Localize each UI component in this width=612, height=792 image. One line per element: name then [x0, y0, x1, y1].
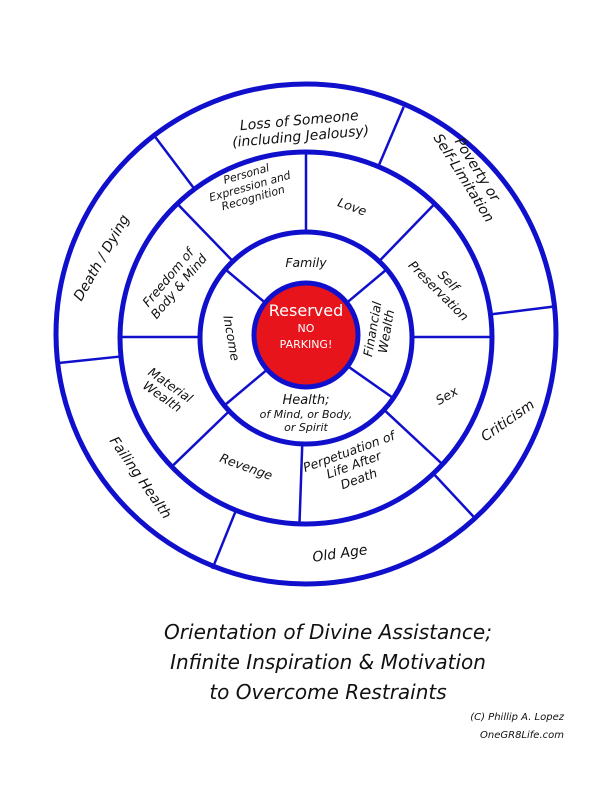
- ring-divider: [378, 202, 437, 262]
- ring-divider: [211, 508, 238, 570]
- center-parking: PARKING!: [279, 338, 333, 352]
- ring-divider: [431, 472, 478, 521]
- ring-divider: [382, 408, 443, 465]
- dividers: [57, 106, 555, 570]
- ring-divider: [490, 305, 555, 316]
- label-health: Health;of Mind, or Body,or Spirit: [259, 393, 353, 434]
- center-reserved: Reserved: [268, 301, 344, 320]
- ring-divider: [298, 442, 304, 523]
- website: OneGR8Life.com: [480, 730, 564, 741]
- ring-divider: [57, 355, 122, 365]
- copyright: (C) Phillip A. Lopez: [470, 712, 564, 723]
- label-family: Family: [285, 255, 327, 270]
- ring-divider: [154, 136, 196, 190]
- center-circle: [251, 280, 361, 390]
- ring-divider: [345, 267, 389, 305]
- outer-ring: [53, 81, 559, 587]
- ring-divider: [223, 369, 267, 407]
- title-line-3: to Overcome Restraints: [209, 680, 447, 704]
- center-no: NO: [297, 322, 315, 336]
- ring-divider: [377, 106, 405, 167]
- center-label: Reserved NO PARKING!: [256, 301, 356, 352]
- title-line-1: Orientation of Divine Assistance;: [164, 620, 492, 644]
- ring-divider: [347, 365, 394, 399]
- ring-divider: [223, 267, 267, 305]
- ring-divider: [171, 409, 231, 468]
- ring-divider: [175, 202, 234, 262]
- title-line-2: Infinite Inspiration & Motivation: [170, 650, 486, 674]
